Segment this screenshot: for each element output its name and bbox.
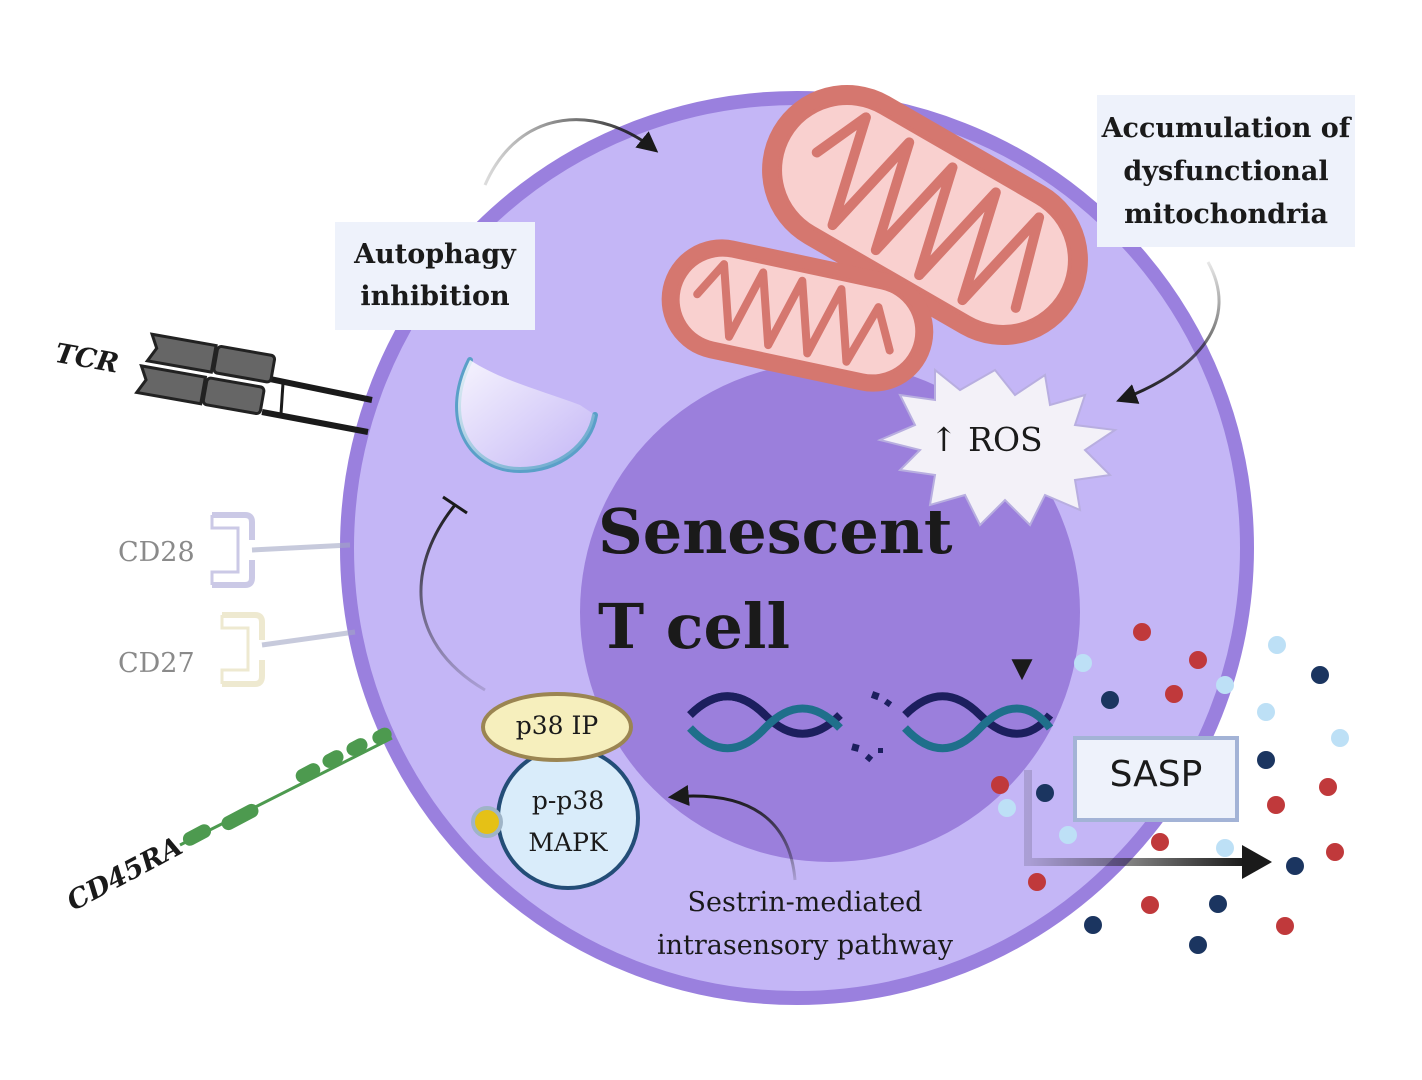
sasp-box: [1073, 736, 1239, 822]
sestrin-label-line1: Sestrin-mediated: [687, 887, 923, 918]
accumulation-box: Accumulation of dysfunctional mitochondr…: [1097, 95, 1355, 247]
autophagy-inhibition-box: Autophagy inhibition: [335, 222, 535, 330]
senescent-title-line1: Senescent: [598, 495, 953, 568]
p38-ip-ellipse: [481, 692, 633, 762]
inhibition-arrow: [419, 504, 486, 692]
autophagy-feedback-arrow: [483, 118, 659, 186]
p-p38-label: p-p38: [531, 786, 605, 815]
sasp-label: SASP: [1109, 754, 1203, 795]
sestrin-label-line2: intrasensory pathway: [656, 930, 954, 961]
autophagy-inhibition-label: Autophagy inhibition: [354, 239, 516, 312]
dna-break-fragments: [851, 691, 893, 763]
sasp-cytokines: [991, 623, 1349, 954]
p-p38-mapk-circle: [496, 746, 640, 890]
mapk-label: MAPK: [528, 828, 608, 857]
phosphate-icon: [471, 806, 503, 838]
mitochondrion-large: [762, 85, 1088, 345]
sasp-secretion-arrow: [1024, 770, 1245, 866]
cd27-receptor-icon: [220, 612, 356, 687]
accumulation-label: Accumulation of dysfunctional mitochondr…: [1101, 113, 1351, 230]
cd28-label: CD28: [118, 537, 195, 568]
ros-label: ↑ ROS: [930, 420, 1043, 459]
cd45ra-receptor-icon: [179, 727, 393, 847]
tcr-receptor-icon: [134, 332, 373, 435]
inhibition-bar: [442, 495, 468, 515]
sasp-arrowhead: [1242, 845, 1272, 879]
autophagosome-icon: [455, 357, 598, 474]
cd28-receptor-icon: [210, 512, 351, 588]
mitochondrion-small: [661, 239, 934, 392]
dna-helix: [687, 692, 1054, 753]
ros-starburst: [876, 367, 1118, 527]
p38-ip-label: p38 IP: [515, 711, 599, 740]
sestrin-arrow: [667, 785, 797, 881]
cd27-label: CD27: [118, 648, 195, 679]
senescent-title-line2: T cell: [598, 590, 791, 663]
accumulation-arrow: [1116, 261, 1221, 404]
